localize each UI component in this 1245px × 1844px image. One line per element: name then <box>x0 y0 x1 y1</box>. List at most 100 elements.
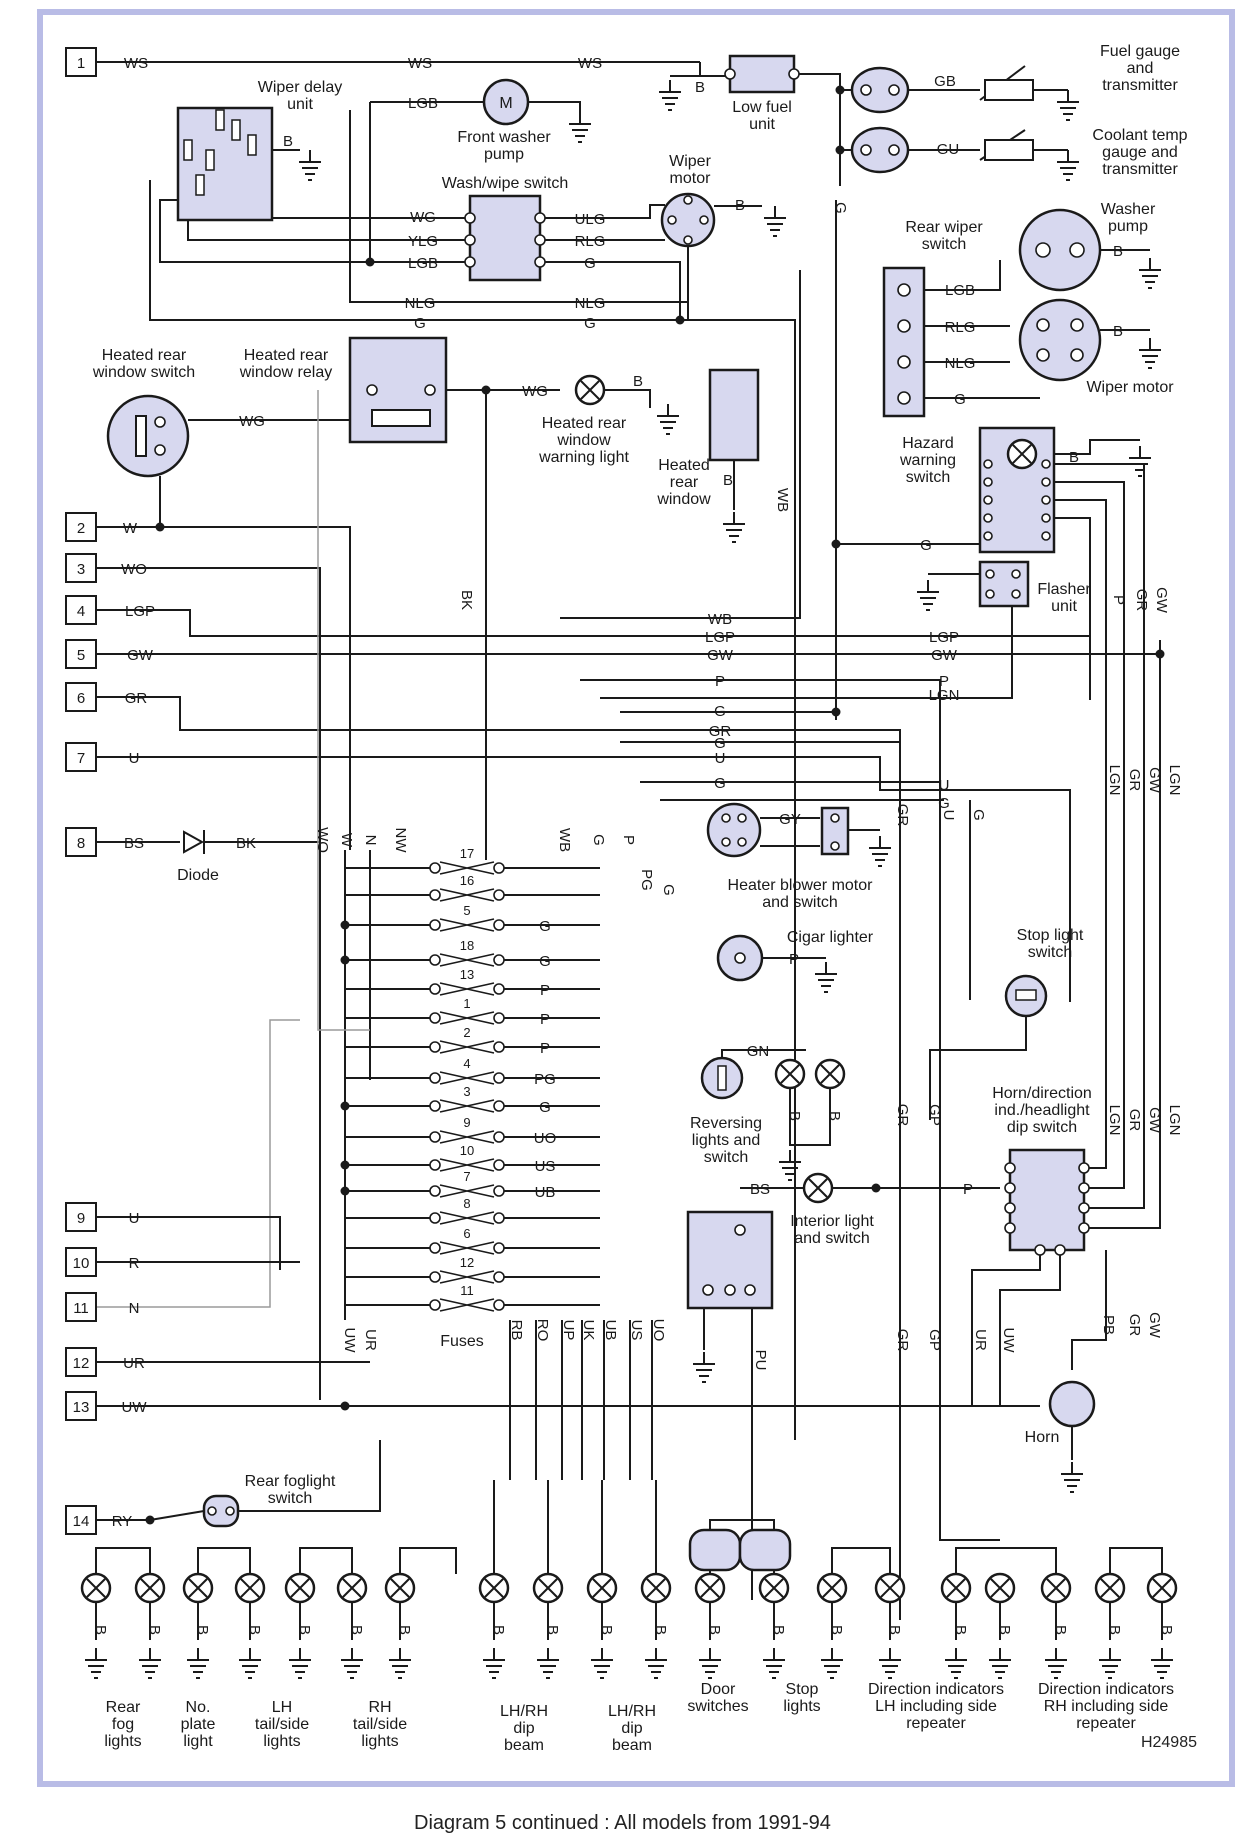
lgp-bus <box>96 609 1090 637</box>
connector-pin <box>1078 1182 1090 1194</box>
earth-icon <box>1151 1648 1173 1679</box>
wire-gw-v2: GW <box>1146 767 1163 794</box>
fuse-number: 4 <box>463 1056 470 1071</box>
ylg-wire <box>187 220 465 241</box>
fuses-label: Fuses <box>440 1333 484 1350</box>
label-stop: Stop <box>786 1681 819 1698</box>
wire-n: N <box>129 1300 140 1317</box>
wire-g-10: G <box>714 735 726 752</box>
wire-b-lamp: B <box>92 1625 109 1635</box>
wire-gr-v3: GR <box>1126 1109 1143 1132</box>
fuel-gauge-icon <box>850 66 910 114</box>
tail-rh <box>399 1547 457 1574</box>
label-rh-tail: RH <box>368 1699 391 1716</box>
fuse-number: 6 <box>463 1226 470 1241</box>
connector-pin <box>1041 531 1051 541</box>
reversing-label: lights and <box>692 1132 761 1149</box>
wiper-delay-unit <box>176 106 274 222</box>
wire-lgp: LGP <box>125 603 155 620</box>
fuse-number: 8 <box>463 1196 470 1211</box>
hrw-light-label: warning light <box>538 449 629 466</box>
wire-g: G <box>584 255 596 272</box>
lamp-icon <box>984 1572 1016 1604</box>
wire-b-lamp: B <box>770 1625 787 1635</box>
fuse-wire-9: UO <box>534 1130 557 1147</box>
wire-u-3: U <box>939 777 950 794</box>
label-lh-tail: lights <box>263 1733 300 1750</box>
connector-pin <box>860 84 872 96</box>
connector-pin <box>737 837 747 847</box>
fuse-number: 2 <box>463 1025 470 1040</box>
fuse-wire-2: P <box>540 1040 550 1057</box>
wire-g-4: G <box>954 391 966 408</box>
wire-b-lamp: B <box>598 1625 615 1635</box>
hazard-label: Hazard <box>902 435 954 452</box>
junction-dot <box>835 85 845 95</box>
wiper-motor-label: Wiper <box>669 153 711 170</box>
earth-icon <box>1061 1462 1083 1493</box>
label-stop: lights <box>783 1698 820 1715</box>
wire-g-5: G <box>920 537 932 554</box>
terminal-11: 11 <box>65 1292 97 1322</box>
label-dip-1: LH/RH <box>500 1703 548 1720</box>
wire-b: B <box>1113 243 1123 260</box>
rear-fog-switch-label: switch <box>268 1490 312 1507</box>
connector-pin <box>702 1284 714 1296</box>
wire-w-v: W <box>338 833 355 848</box>
rocker-icon <box>135 415 147 457</box>
lamp-icon <box>758 1572 790 1604</box>
earth-icon <box>764 206 786 237</box>
wire-u-2: U <box>715 750 726 767</box>
wire-b-lamp: B <box>296 1625 313 1635</box>
lamp-icon <box>80 1572 112 1604</box>
wire-gw-v4: GW <box>1146 1312 1163 1339</box>
earth-icon <box>1057 150 1079 181</box>
hrw-light-label: window <box>556 432 611 449</box>
wire-b-lamp: B <box>1052 1625 1069 1635</box>
wire-p-3: P <box>789 951 799 968</box>
heater-blower-icon <box>706 802 762 858</box>
wire-gn: GN <box>747 1043 770 1060</box>
wire-bs: BS <box>124 835 144 852</box>
wire-gy: GY <box>779 811 801 828</box>
wire-wo-v: WO <box>314 827 331 853</box>
front-washer-motor-icon <box>482 78 530 126</box>
low-fuel-unit <box>728 54 796 94</box>
connector-pin <box>683 235 693 245</box>
wire-gp-v2: GP <box>926 1104 943 1126</box>
hrw-switch-icon <box>106 394 190 478</box>
earth-icon <box>239 1648 261 1679</box>
wire-gr-v5: GR <box>894 1104 911 1127</box>
connector-pin <box>534 256 546 268</box>
heated-rear-window-label: rear <box>670 474 699 491</box>
fuse-number: 9 <box>463 1115 470 1130</box>
terminal-number: 6 <box>77 690 85 707</box>
wire-pg-v: PG <box>638 869 655 891</box>
earth-icon <box>483 1648 505 1679</box>
b-hazard <box>1054 439 1140 455</box>
label-dip-1: beam <box>504 1737 544 1754</box>
hrw-light-label: Heated rear <box>542 415 627 432</box>
tail-lh <box>299 1547 353 1574</box>
wire-b-lamp: B <box>1106 1625 1123 1635</box>
label-ind-rh: Direction indicators <box>1038 1681 1174 1698</box>
connector-pin <box>1078 1202 1090 1214</box>
wire-uw-v: UW <box>341 1328 358 1354</box>
connector-pin <box>1036 348 1050 362</box>
wire-g-7: G <box>714 703 726 720</box>
horn-direction-switch <box>1008 1148 1086 1252</box>
lgb-rear <box>910 260 1001 291</box>
wire-wg-3: WG <box>522 383 548 400</box>
ind-lh <box>955 1547 1057 1574</box>
w-bus <box>96 526 351 850</box>
reversing-label: switch <box>704 1149 748 1166</box>
terminal-6: 6 <box>65 682 97 712</box>
wire-rlg-2: RLG <box>945 319 976 336</box>
wire-lower-UK: UK <box>580 1320 597 1341</box>
connector-pin <box>1011 569 1021 579</box>
connector-pin <box>1036 318 1050 332</box>
wire-p-2: P <box>939 673 949 690</box>
wire-ulg: ULG <box>575 211 606 228</box>
hazard-out-4 <box>1054 517 1091 700</box>
hs-out-3 <box>1084 1120 1145 1209</box>
